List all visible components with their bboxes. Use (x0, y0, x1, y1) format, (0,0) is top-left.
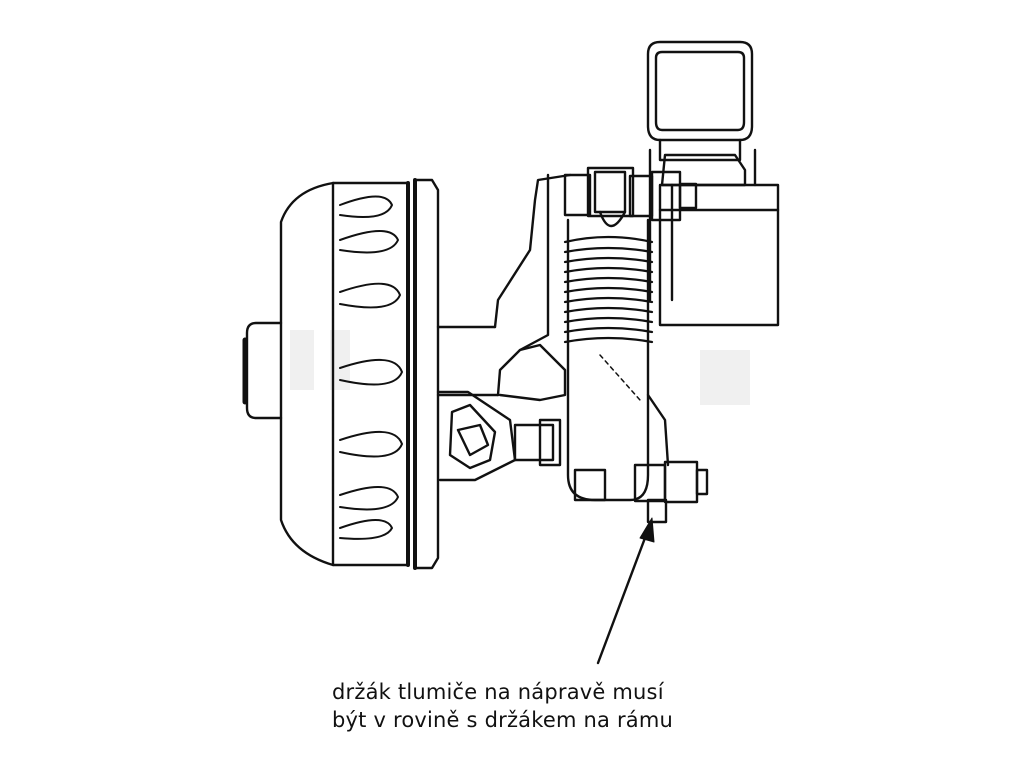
upper-shock-mount (563, 166, 698, 228)
watermark (290, 330, 750, 405)
wheel-hub-cap (242, 321, 283, 420)
annotation-caption: držák tlumiče na nápravě musí být v rovi… (332, 678, 752, 734)
frame-mount (646, 40, 780, 327)
brake-drum (279, 178, 440, 570)
caption-line-2: být v rovině s držákem na rámu (332, 708, 674, 732)
leader-arrow (596, 517, 655, 665)
shock-absorber (563, 218, 654, 502)
caption-line-1: držák tlumiče na nápravě musí (332, 680, 664, 704)
axle-beam (436, 173, 572, 402)
lower-bracket (436, 390, 562, 482)
lower-shock-mount (573, 393, 709, 524)
